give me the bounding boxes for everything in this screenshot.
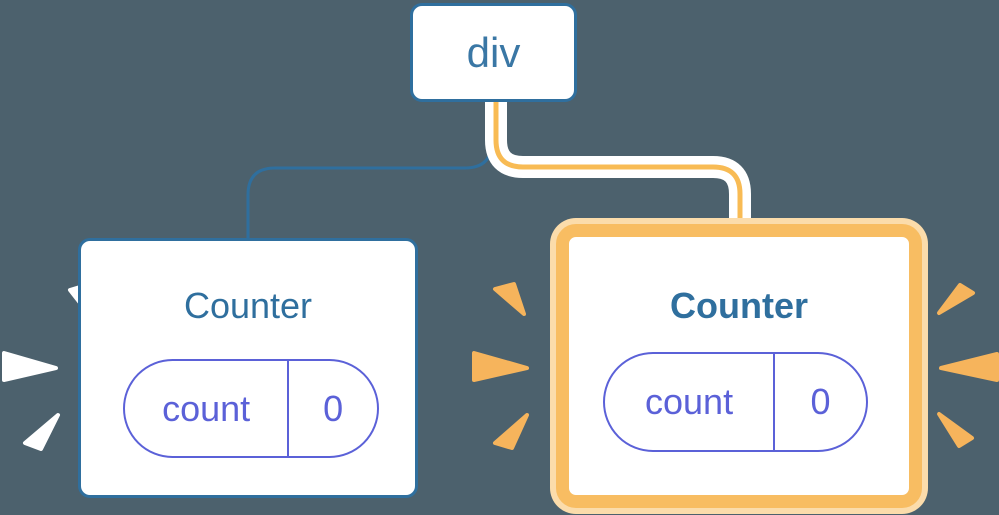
burst-orange-left-icon: [472, 282, 529, 450]
counter-left-state-value: 0: [323, 387, 344, 429]
tree-node-div: div: [410, 3, 577, 102]
edge-highlight-casing-icon: [485, 101, 751, 226]
counter-right-state-key: count: [605, 354, 776, 450]
counter-card-right-highlighted: Counter count 0: [556, 224, 922, 508]
counter-right-state-pill: count 0: [603, 352, 868, 452]
burst-orange-right-icon: [937, 283, 999, 448]
counter-right-state-value: 0: [810, 381, 831, 422]
edge-div-to-right-counter-icon: [493, 101, 743, 226]
counter-left-title: Counter: [183, 285, 313, 326]
counter-left-state-pill: count 0: [123, 359, 379, 458]
counter-right-title: Counter: [670, 285, 808, 326]
tree-node-div-label: div: [466, 28, 521, 76]
counter-left-state-key: count: [125, 361, 290, 456]
counter-card-left: Counter count 0: [78, 238, 418, 498]
edge-div-to-left-counter-icon: [246, 101, 494, 240]
